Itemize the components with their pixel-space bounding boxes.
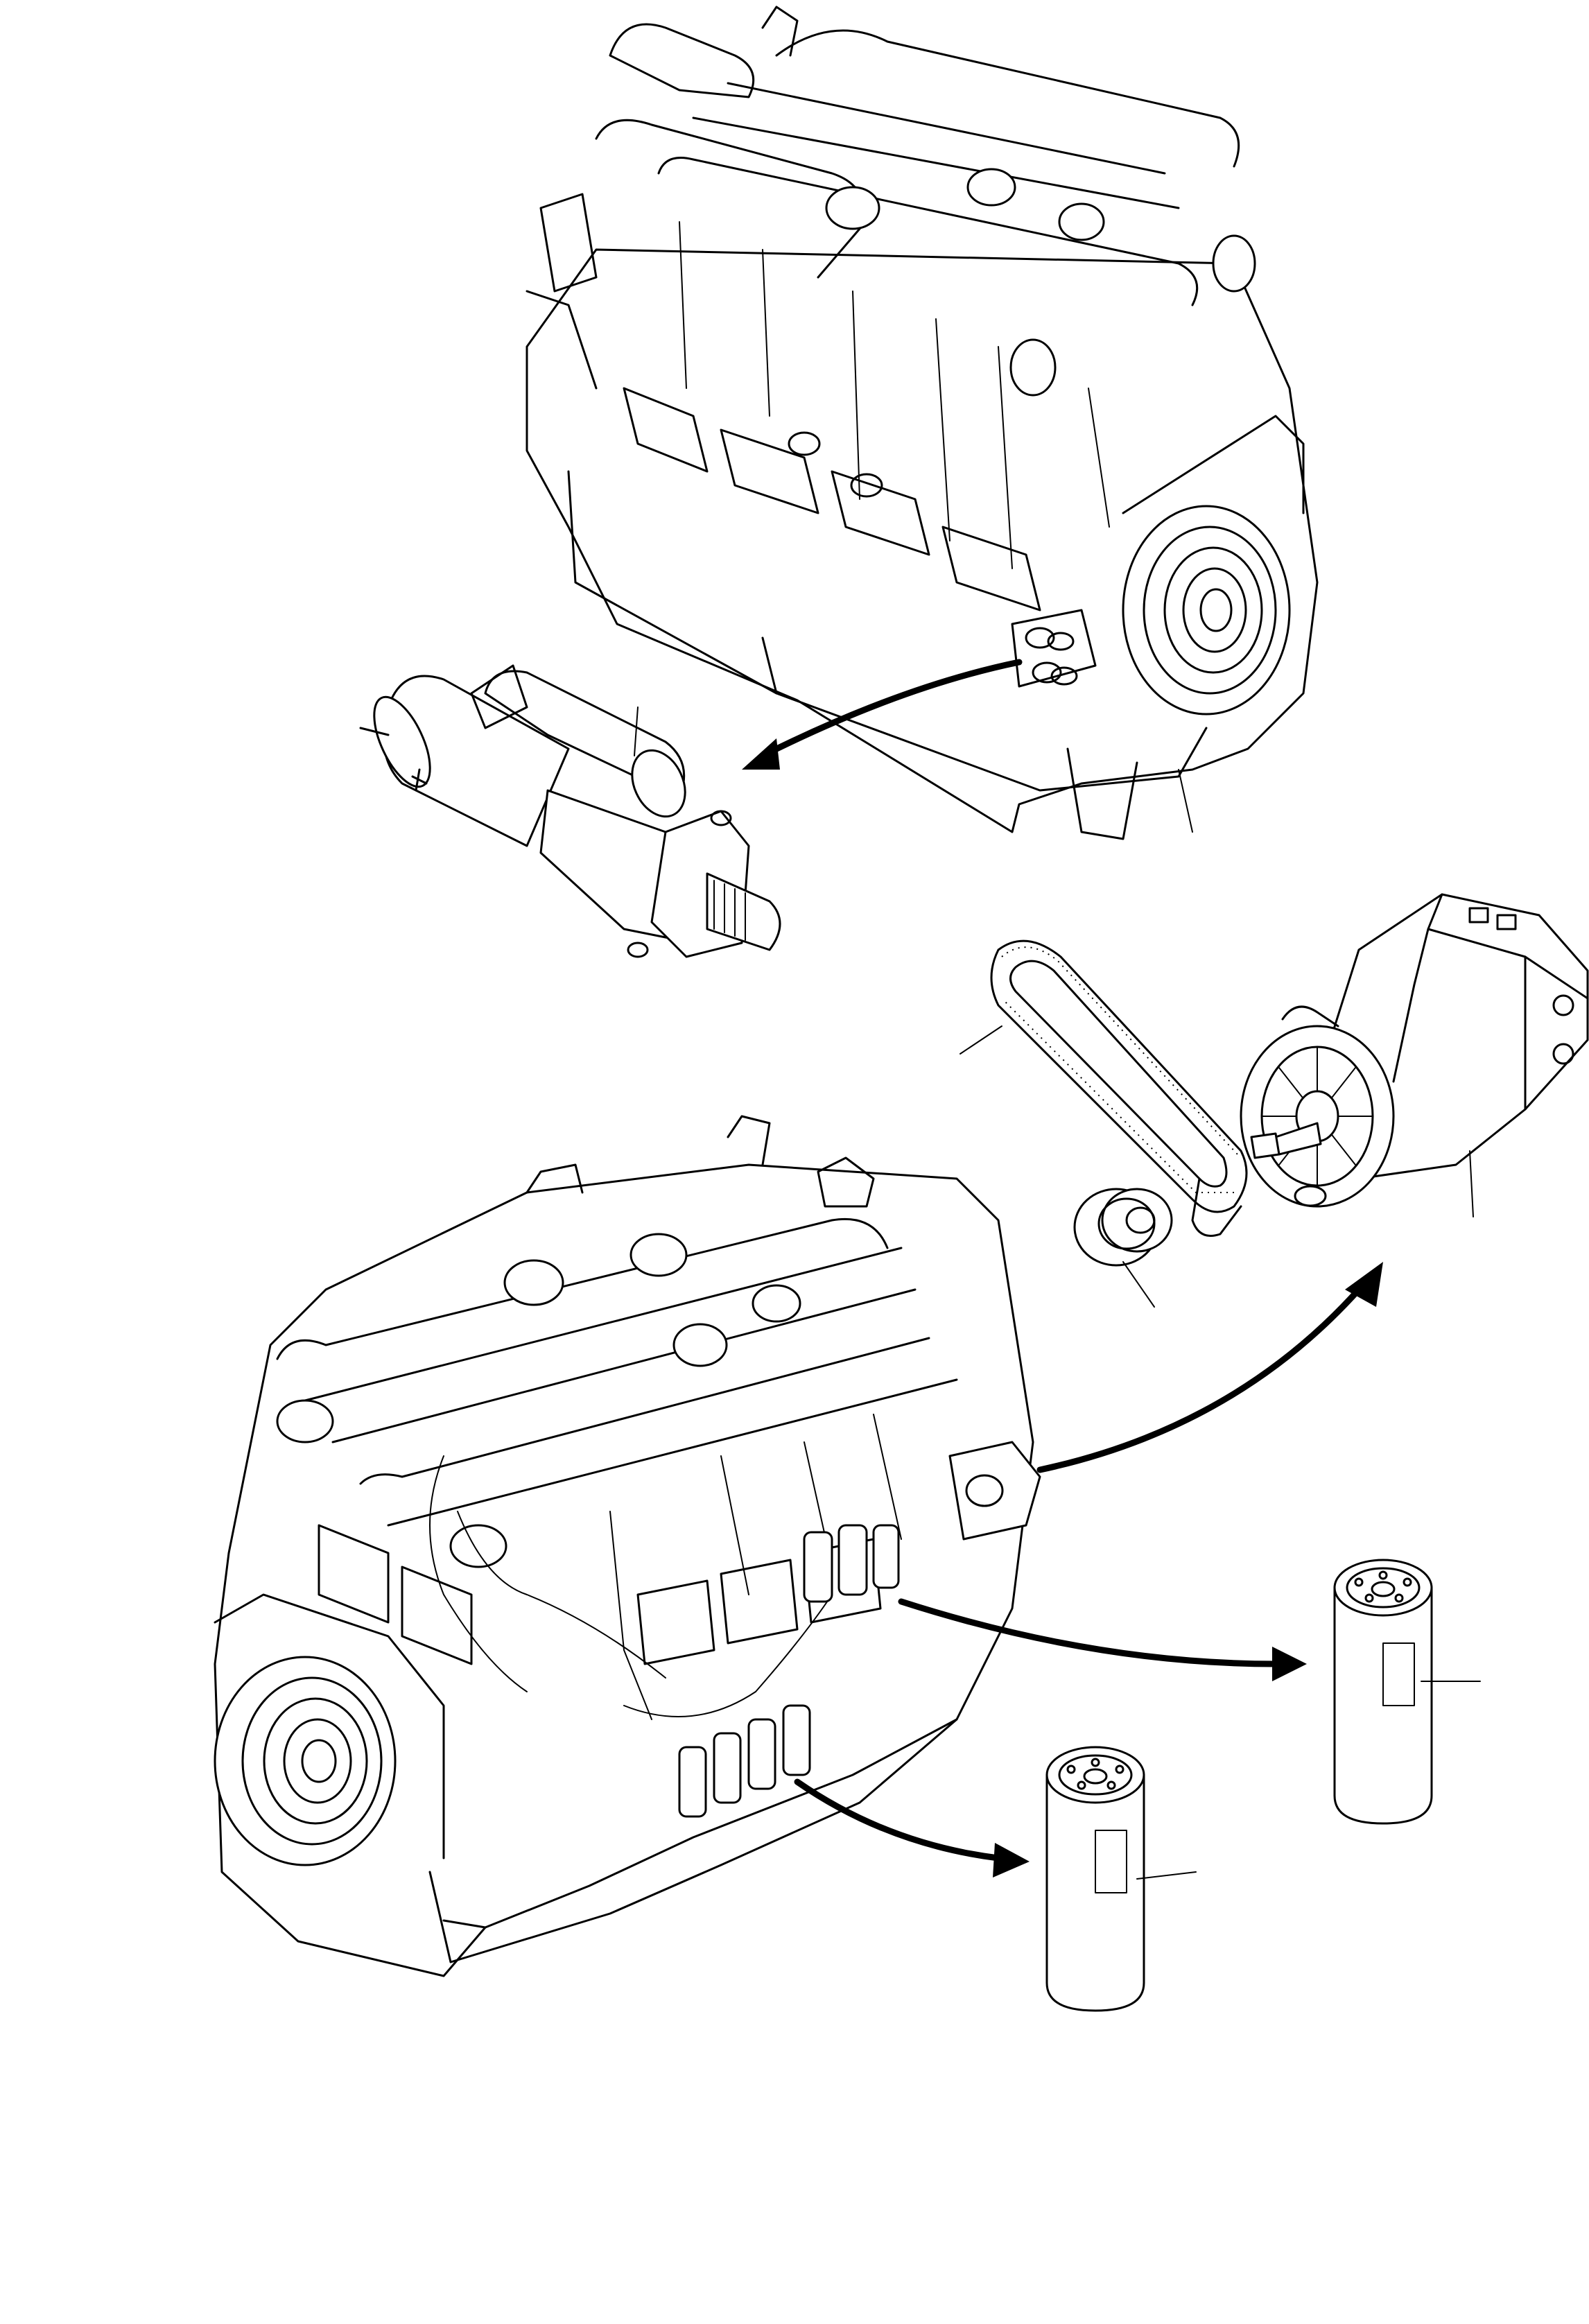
leader-line — [1136, 1871, 1197, 1880]
leader-line — [1469, 1150, 1474, 1217]
filter-cartridge-upper-icon — [1333, 1559, 1433, 1825]
pulley-icon — [1073, 1188, 1173, 1267]
leader-line — [1122, 1261, 1155, 1308]
engine-bottom-icon — [214, 1115, 1041, 1977]
starter-motor-icon — [359, 664, 781, 958]
arrow-to-lower-filter — [794, 1778, 1030, 1878]
engine-top-icon — [526, 6, 1319, 840]
alternator-icon — [1240, 893, 1589, 1208]
arrow-to-alternator — [1036, 1262, 1383, 1473]
filter-cartridge-lower-icon — [1045, 1746, 1145, 2012]
leader-line — [960, 1025, 1002, 1055]
belt-icon — [990, 939, 1248, 1237]
arrow-to-upper-filter — [898, 1598, 1307, 1681]
leader-line — [1178, 769, 1193, 833]
arrow-to-starter — [742, 659, 1023, 770]
leader-line — [634, 706, 639, 756]
